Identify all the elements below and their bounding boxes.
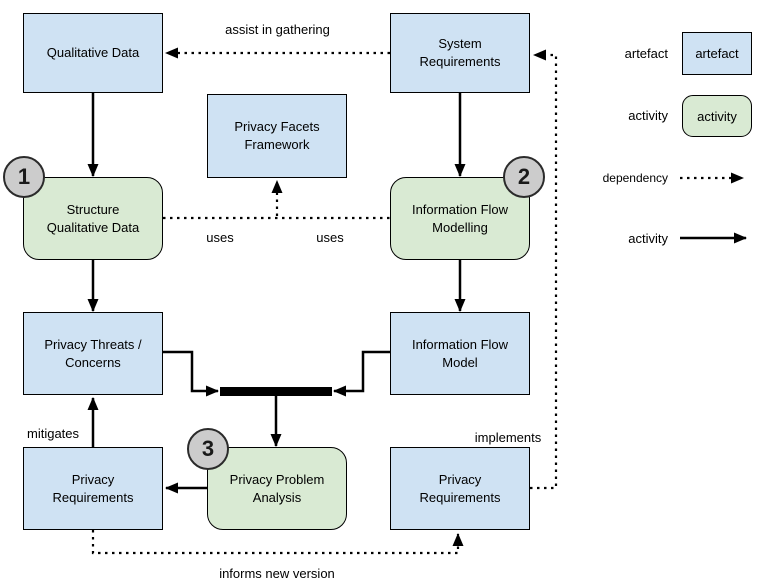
edge-threats-to-joinbar — [163, 350, 219, 397]
node-information-flow-model: Information Flow Model — [390, 312, 530, 395]
legend-activity-arrow-label: activity — [628, 231, 668, 246]
legend-activity-swatch: activity — [682, 95, 752, 137]
step-badge-2: 2 — [503, 156, 545, 198]
node-privacy-threats-concerns: Privacy Threats / Concerns — [23, 312, 163, 395]
step-badge-1: 1 — [3, 156, 45, 198]
edge-label-informs-new-version: informs new version — [219, 566, 335, 581]
node-qualitative-data: Qualitative Data — [23, 13, 163, 93]
node-privacy-facets-framework: Privacy Facets Framework — [207, 94, 347, 178]
edge-informs-new-version — [91, 530, 464, 555]
node-privacy-requirements-left: Privacy Requirements — [23, 447, 163, 530]
edge-label-uses-right: uses — [316, 230, 344, 245]
edge-label-uses-left: uses — [206, 230, 234, 245]
edge-label-implements: implements — [474, 430, 542, 445]
edge-label-assist-in-gathering: assist in gathering — [225, 22, 330, 37]
legend-dependency-label: dependency — [602, 171, 668, 185]
node-information-flow-modelling: Information Flow Modelling — [390, 177, 530, 260]
node-structure-qualitative-data: Structure Qualitative Data — [23, 177, 163, 260]
node-privacy-requirements-right: Privacy Requirements — [390, 447, 530, 530]
legend-artefact-swatch: artefact — [682, 32, 752, 75]
node-privacy-problem-analysis: Privacy Problem Analysis — [207, 447, 347, 530]
edge-ifmodel-to-joinbar — [333, 350, 390, 397]
edge-label-mitigates: mitigates — [27, 426, 80, 441]
legend-activity-label: activity — [628, 108, 668, 123]
edge-implements — [530, 49, 558, 490]
step-badge-3: 3 — [187, 428, 229, 470]
join-bar — [220, 387, 332, 396]
node-system-requirements: System Requirements — [390, 13, 530, 93]
legend-artefact-label: artefact — [624, 46, 668, 61]
